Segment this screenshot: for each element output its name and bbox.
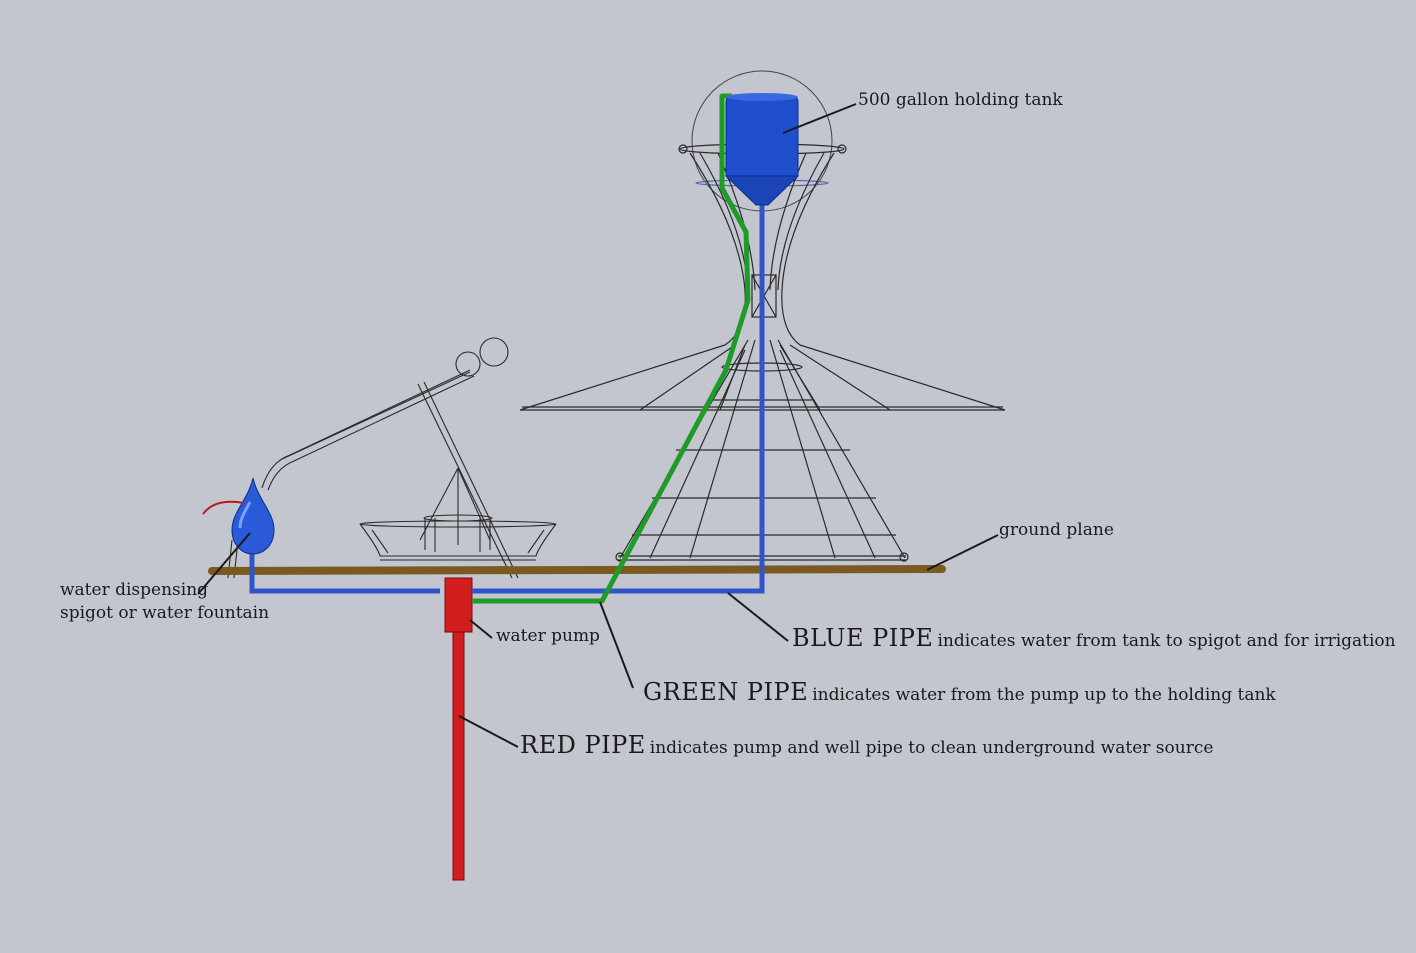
pump-lever-mechanism [261, 337, 557, 579]
spigot-label-line2: spigot or water fountain [60, 603, 270, 623]
ground-plane-label: ground plane [999, 520, 1114, 540]
spigot-label-line1: water dispensing [60, 580, 209, 600]
red-pipe-description: indicates pump and well pipe to clean un… [649, 738, 1214, 758]
well-pipe [452, 609, 465, 881]
blue-pipe-legend: BLUE PIPE indicates water from tank to s… [792, 624, 1396, 652]
blue-pipe-title: BLUE PIPE [792, 624, 934, 652]
blue-pipe-tank-line [472, 200, 765, 594]
green-pipe-legend: GREEN PIPE indicates water from the pump… [643, 678, 1276, 706]
pump-label: water pump [496, 626, 600, 646]
green-pipe-title: GREEN PIPE [643, 678, 809, 706]
leader-lines [197, 103, 999, 748]
spigot-drop-icon [202, 477, 275, 555]
green-pipe-description: indicates water from the pump up to the … [812, 685, 1276, 705]
red-pipe-legend: RED PIPE indicates pump and well pipe to… [520, 731, 1213, 759]
red-pipe-title: RED PIPE [520, 731, 646, 759]
blue-pipe-description: indicates water from tank to spigot and … [937, 631, 1396, 651]
holding-tank [724, 93, 800, 206]
ground-plane-bar [208, 565, 946, 575]
green-pipe [472, 93, 751, 604]
tank-label: 500 gallon holding tank [858, 90, 1063, 110]
water-pump-body [444, 577, 473, 633]
